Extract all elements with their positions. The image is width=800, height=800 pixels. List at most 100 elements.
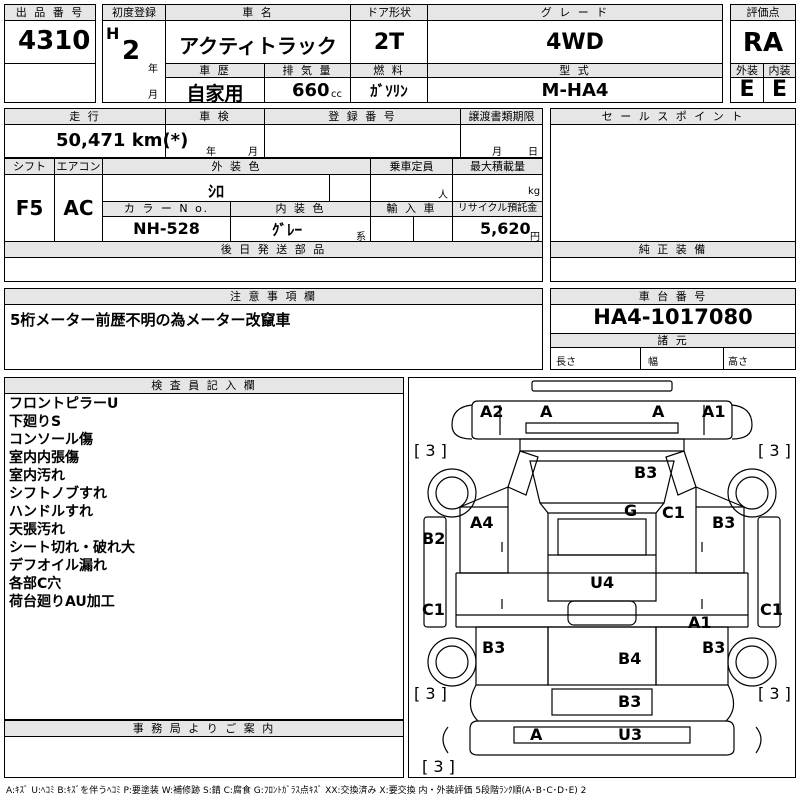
mark-u4: U4 [590,573,615,592]
transfer-day-unit: 日 [528,147,538,158]
grade-label: グ レ ー ド [427,4,723,21]
max-load-label: 最大積載量 [452,158,543,175]
registration-year: 2 [122,36,141,66]
car-name-label: 車 名 [165,4,351,21]
office-info-cell [4,736,404,778]
aircon: AC [63,196,94,220]
inspector-note: ハンドルすれ [9,504,93,520]
registration-number-label: 登 録 番 号 [264,108,461,125]
shift: F5 [15,196,44,220]
score: RA [742,28,784,58]
mark-b2: B2 [422,529,446,548]
exterior-score: E [739,77,755,102]
mark-a1-bed: A1 [688,613,712,632]
vehicle-diagram [423,380,781,756]
transfer-deadline-cell [460,124,543,158]
car-name: アクティトラック [179,34,337,58]
notes-cell [4,304,543,370]
mark-tire-front-right: [ 3 ] [758,441,791,460]
era: H [106,24,120,43]
mark-a-front-right: A [652,402,665,421]
mark-a1-right: A1 [702,402,726,421]
inspector-note: 各部C穴 [9,576,62,592]
diagram-marks: A2 A A A1 [ 3 ] [ 3 ] B3 G C1 A4 B3 B2 U… [408,377,796,778]
recycle-unit: 円 [530,232,540,243]
later-parts-label: 後 日 発 送 部 品 [4,241,543,258]
lot-number-label: 出 品 番 号 [4,4,96,21]
length-label: 長さ [556,357,576,368]
sales-point-cell [550,124,796,242]
exterior-color-extra-cell [329,174,371,202]
mark-b3-right-door: B3 [712,513,736,532]
lot-number: 4310 [18,26,91,56]
inspector-note: 荷台廻りAU加工 [9,594,115,610]
interior-color: ｸﾞﾚｰ [272,221,303,239]
color-number: NH-528 [133,219,200,238]
inspector-notes-cell [4,393,404,720]
inspector-note: コンソール傷 [9,432,93,448]
interior-label: 内装 [763,63,796,78]
displacement: 660 [292,80,330,101]
inspector-note: 下廻りS [9,414,62,430]
inspection-label: 車 検 [165,108,265,125]
mark-tire-rear-left: [ 3 ] [414,684,447,703]
model: M-HA4 [541,80,609,101]
inspector-note: 室内内張傷 [9,450,79,466]
registration-number-cell [264,124,461,158]
inspector-note: 天張汚れ [9,522,65,538]
mark-a2: A2 [480,402,504,421]
later-parts-cell [4,257,543,282]
door-shape: 2T [373,30,405,55]
max-load-unit: kg [528,186,541,197]
history: 自家用 [186,83,244,105]
color-number-label: カ ラ ー N o. [102,201,231,217]
model-label: 型 式 [427,63,723,78]
inspection-month-unit: 月 [248,147,258,158]
notes-text: 5桁メーター前歴不明の為メーター改竄車 [10,311,291,329]
grade: 4WD [546,30,604,55]
inspector-note: フロントピラーU [9,396,119,412]
lot-blank-cell [4,63,96,103]
mark-c1-right-sill: C1 [760,600,783,619]
mark-b3-left-bed: B3 [482,638,506,657]
score-label: 評価点 [730,4,796,21]
inspector-note: 室内汚れ [9,468,65,484]
inspector-notes: フロントピラーU 下廻りS コンソール傷 室内内張傷 室内汚れ シフトノブすれ … [9,395,135,611]
office-info-label: 事 務 局 よ り ご 案 内 [4,720,404,737]
chassis-number-label: 車 台 番 号 [550,288,796,305]
door-label: ドア形状 [350,4,428,21]
height-label: 高さ [728,357,748,368]
mark-a-rear: A [530,725,543,744]
inspector-note: シート切れ・破れ大 [9,540,135,556]
shift-label: シフト [4,158,55,175]
mark-a-front-left: A [540,402,553,421]
capacity-unit: 人 [438,190,448,201]
fuel-label: 燃 料 [350,63,428,78]
mark-u3: U3 [618,725,643,744]
transfer-month-unit: 月 [492,147,502,158]
first-registration-label: 初度登録 [102,4,166,21]
specs-label: 諸 元 [550,333,796,348]
mark-b3-tailgate: B3 [618,692,642,711]
mark-tire-rear-right: [ 3 ] [758,684,791,703]
displacement-unit: cc [331,89,342,100]
interior-color-unit: 系 [356,232,366,243]
inspector-note: シフトノブすれ [9,486,107,502]
sales-point-label: セ ー ル ス ポ イ ン ト [550,108,796,125]
exterior-color: ｼﾛ [207,182,224,201]
vehicle-diagram-frame [408,377,796,778]
import-cell-b [413,216,453,242]
interior-score: E [771,77,788,102]
legend: A:ｷｽﾞ U:ﾍｺﾐ B:ｷｽﾞを伴うﾍｺﾐ P:要塗装 W:補修跡 S:錆 … [6,786,587,796]
genuine-equipment-label: 純 正 装 備 [550,241,796,258]
interior-cell [763,77,796,103]
notes-label: 注 意 事 項 欄 [4,288,543,305]
recycle-fee: 5,620 [480,219,531,238]
mark-b4: B4 [618,649,642,668]
mark-tire-front-left: [ 3 ] [414,441,447,460]
import-label: 輸 入 車 [370,201,453,217]
inspector-notes-label: 検 査 員 記 入 欄 [4,377,404,394]
mileage-label: 走 行 [4,108,166,125]
import-cell-a [370,216,414,242]
capacity-label: 乗車定員 [370,158,453,175]
